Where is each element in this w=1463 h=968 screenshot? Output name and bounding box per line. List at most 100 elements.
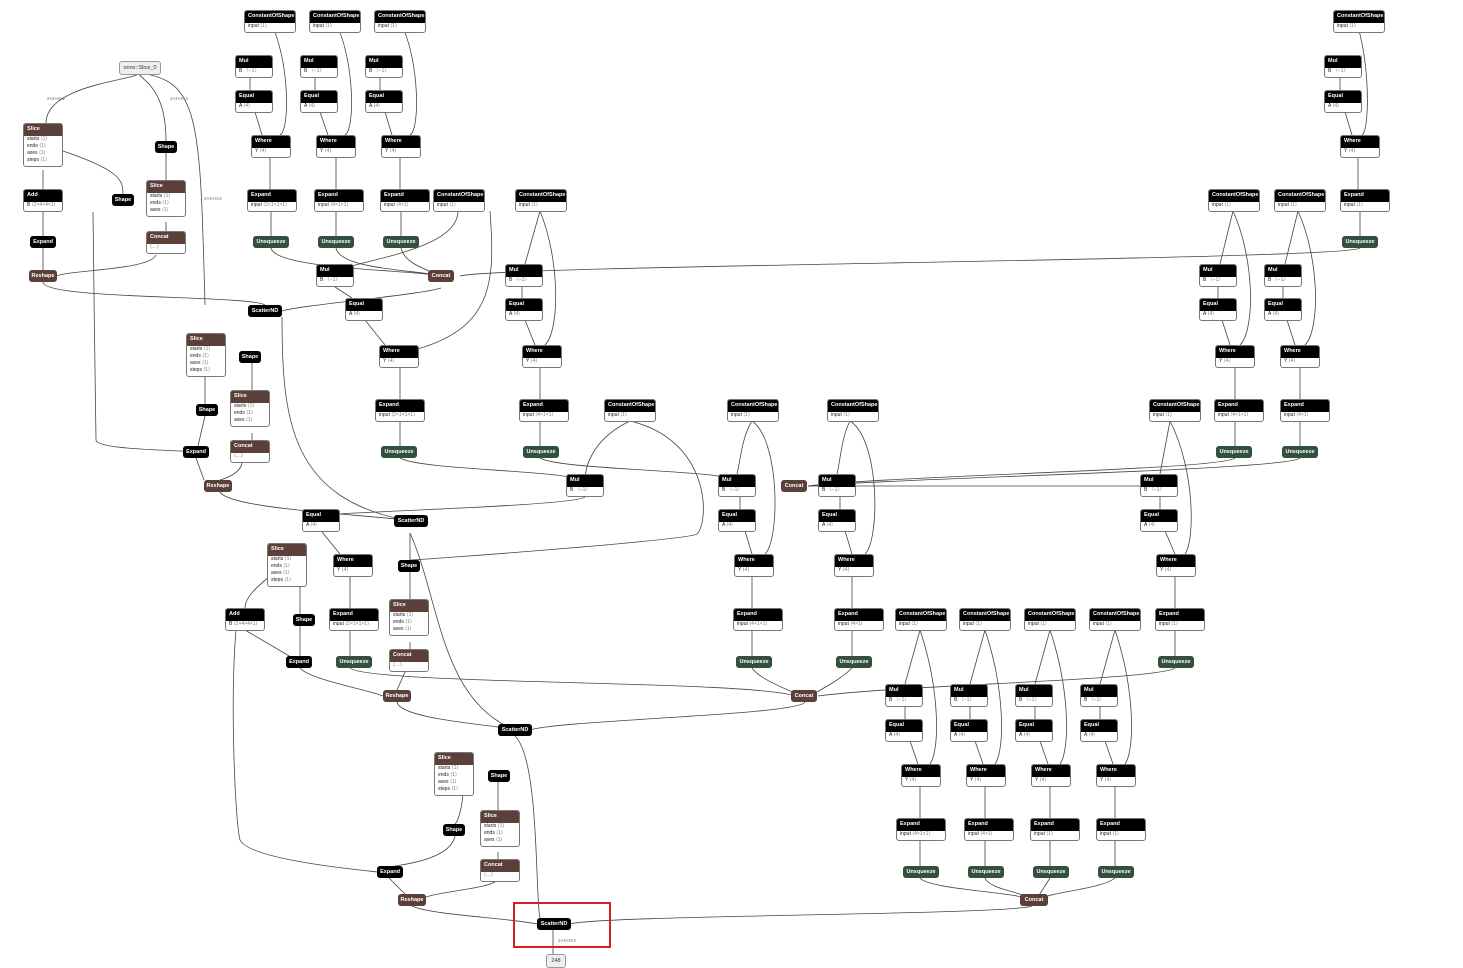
node-reshape[interactable]: Reshape	[398, 894, 426, 906]
node-unsqueeze[interactable]: Unsqueeze	[1216, 446, 1252, 458]
node-unsqueeze[interactable]: Unsqueeze	[383, 236, 419, 248]
node-unsqueeze[interactable]: Unsqueeze	[736, 656, 772, 668]
node-expand[interactable]: Expand	[286, 656, 312, 668]
node-concat[interactable]: Concat⟨…⟩	[389, 649, 429, 672]
node-unsqueeze[interactable]: Unsqueeze	[1158, 656, 1194, 668]
node-concat[interactable]: Concat	[781, 480, 807, 492]
node-unsqueeze[interactable]: Unsqueeze	[1098, 866, 1134, 878]
node-unsqueeze[interactable]: Unsqueeze	[1342, 236, 1378, 248]
node-scatternd[interactable]: ScatterND	[498, 724, 532, 736]
node-unsqueeze[interactable]: Unsqueeze	[836, 656, 872, 668]
node-unsqueeze[interactable]: Unsqueeze	[381, 446, 417, 458]
node-unsqueeze[interactable]: Unsqueeze	[336, 656, 372, 668]
node-unsqueeze[interactable]: Unsqueeze	[903, 866, 939, 878]
node-concat[interactable]: Concat⟨…⟩	[146, 231, 186, 254]
node-concat[interactable]: Concat	[791, 690, 817, 702]
node-shape[interactable]: Shape	[155, 141, 177, 153]
node-shape[interactable]: Shape	[398, 560, 420, 572]
node-shape[interactable]: Shape	[293, 614, 315, 626]
node-concat[interactable]: Concat	[1020, 894, 1048, 906]
node-unsqueeze[interactable]: Unsqueeze	[523, 446, 559, 458]
node-unsqueeze[interactable]: Unsqueeze	[968, 866, 1004, 878]
node-concat[interactable]: Concat⟨…⟩	[480, 859, 520, 882]
node-shape[interactable]: Shape	[196, 404, 218, 416]
node-concat[interactable]: Concat	[428, 270, 454, 282]
node-unsqueeze[interactable]: Unsqueeze	[318, 236, 354, 248]
node-concat[interactable]: Concat⟨…⟩	[230, 440, 270, 463]
node-shape[interactable]: Shape	[488, 770, 510, 782]
node-shape[interactable]: Shape	[239, 351, 261, 363]
